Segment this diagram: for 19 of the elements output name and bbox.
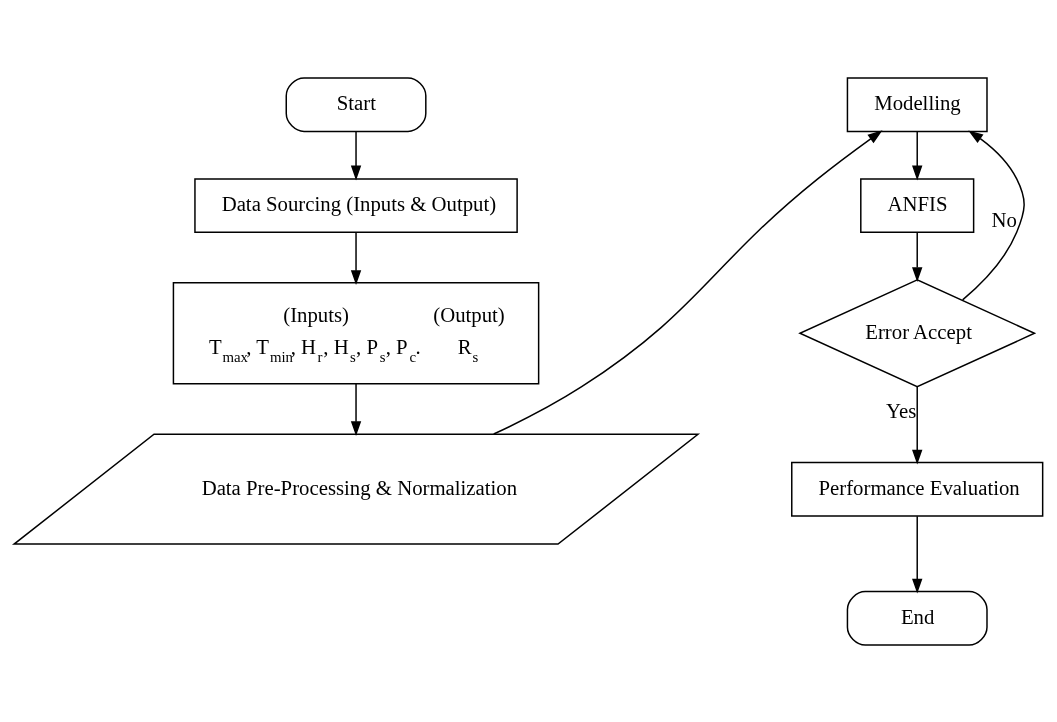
arrow xyxy=(912,130,923,180)
arrow xyxy=(493,129,883,435)
node-box: End xyxy=(846,590,988,646)
node-box: Performance Evaluation xyxy=(791,461,1044,517)
arrow xyxy=(350,382,362,436)
node-diamond: Error Accept xyxy=(798,278,1037,388)
arrow xyxy=(912,514,923,594)
edge-label: No xyxy=(991,207,1017,231)
arrow xyxy=(912,231,923,282)
arrow xyxy=(961,129,1025,301)
edge-label: Yes xyxy=(886,398,917,422)
node-box: (Inputs) (Output) T$_{max}$, T$_{min}$, H$_{r}$, H$_{s}$, P$_{s}$, P$_{c}$. R$_{s}$ xyxy=(172,281,540,384)
arrow xyxy=(350,231,362,285)
node-box: Data Sourcing (Inputs & Output) xyxy=(194,177,518,233)
arrow xyxy=(350,130,362,180)
node-box: ANFIS xyxy=(860,177,975,233)
node-box: Modelling xyxy=(846,76,988,132)
arrow xyxy=(912,385,923,465)
node-box: Start xyxy=(285,76,427,132)
